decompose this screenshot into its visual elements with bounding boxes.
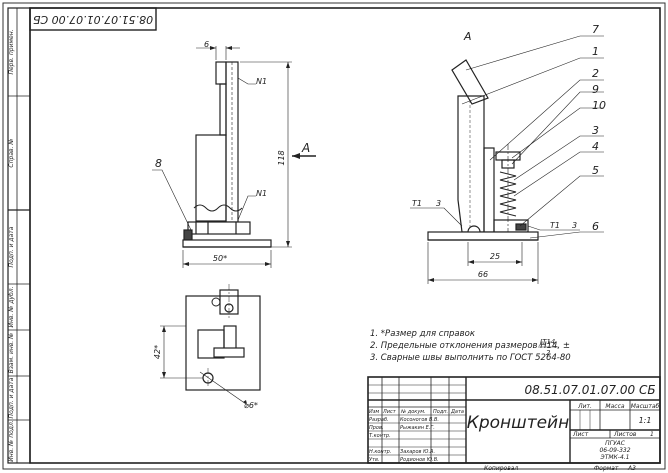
document-code: 08.51.07.01.07.00 СБ	[524, 383, 655, 397]
tolerance-denominator: 2	[546, 349, 551, 357]
name-norm-control: Захаров Ю.А.	[400, 449, 435, 455]
role-norm-control: Н.контр.	[369, 449, 391, 455]
scale-header: Масштаб	[631, 403, 660, 410]
dim-a-base: 66	[478, 270, 488, 279]
org-line-3: ЭТМК-4.1	[600, 454, 630, 461]
footer-format-label: Формат	[594, 465, 619, 472]
part-label-1: 1	[592, 45, 599, 58]
sheets-label: Листов	[613, 431, 637, 438]
role-developer: Разраб.	[369, 417, 389, 423]
side-label-4: Взам. инв. №	[8, 333, 15, 374]
view-a	[410, 35, 604, 284]
org-line-1: ПГУАС	[605, 440, 626, 447]
mass-header: Масса	[605, 403, 624, 410]
footer-format-value: А3	[627, 465, 636, 472]
col-header-sheet: Лист	[382, 409, 397, 415]
tolerance-numerator: JT14	[538, 338, 555, 346]
mirrored-code-box: 08.51.07.01.07.00 СБ	[29, 7, 157, 31]
part-label-7: 7	[592, 23, 599, 36]
view-arrow-label: A	[301, 141, 310, 155]
dim-hole: ⌀6*	[244, 401, 258, 410]
footer-copied: Копировал	[484, 465, 518, 472]
side-label-6: Инв. № подл.	[8, 420, 15, 461]
note-2: 2. Предельные отклонения размеров Н14, ±	[370, 341, 570, 351]
part-label-9: 9	[592, 83, 599, 96]
dim-a-inner: 25	[490, 252, 500, 261]
lit-header: Лит.	[577, 403, 592, 410]
scale-value: 1:1	[639, 416, 652, 425]
note-3: 3. Сварные швы выполнить по ГОСТ 5264-80	[370, 353, 571, 363]
mirrored-document-code: 08.51.07.01.07.00 СБ	[33, 13, 153, 26]
col-header-doc-no: № докум.	[400, 409, 426, 415]
side-label-0: Перв. примен.	[8, 29, 15, 74]
front-view	[152, 46, 316, 268]
side-label-1: Справ. №	[8, 138, 15, 167]
note-1: 1. *Размер для справок	[370, 329, 476, 339]
plan-view	[160, 284, 261, 405]
weld-right-callout: T1	[550, 221, 560, 230]
col-header-sign: Подп.	[433, 409, 448, 415]
role-tech-control: Т.контр.	[369, 433, 391, 439]
role-approver: Утв.	[369, 457, 380, 463]
weld-left-size: 3	[436, 199, 441, 208]
sheet-label: Лист	[572, 431, 589, 438]
dim-plan-height: 42*	[153, 345, 162, 359]
view-a-label: A	[463, 30, 472, 43]
part-label-2: 2	[592, 67, 599, 80]
name-approver: Родионов Ю.В.	[400, 457, 439, 463]
role-checker: Пров.	[369, 425, 384, 431]
side-label-2: Подп. и дата	[8, 226, 15, 267]
org-line-2: 06-09-332	[599, 447, 630, 454]
sheets-value: 1	[650, 431, 654, 438]
side-label-5: Подп. и дата	[8, 377, 15, 418]
callout-n1-bottom: N1	[256, 189, 267, 198]
part-label-4: 4	[592, 140, 599, 153]
weld-right-size: 3	[572, 221, 577, 230]
part-label-3: 3	[592, 124, 599, 137]
callout-n1-top: N1	[256, 77, 267, 86]
side-strip: Перв. примен. Справ. № Подп. и дата Инв.…	[7, 7, 31, 464]
title-block	[367, 376, 661, 464]
weld-left-callout: T1	[412, 199, 422, 208]
part-label-6: 6	[592, 220, 599, 233]
part-label-5: 5	[592, 164, 599, 177]
technical-notes: 1. *Размер для справок 2. Предельные отк…	[370, 329, 571, 363]
dim-base-width: 50*	[213, 254, 227, 263]
dim-top-width: 6	[204, 40, 209, 49]
part-label-10: 10	[592, 99, 606, 112]
col-header-change: Изм	[369, 409, 379, 415]
part-label-8: 8	[155, 157, 162, 170]
col-header-date: Дата	[450, 409, 464, 415]
name-checker: Рыжакин Е.Г.	[400, 425, 435, 431]
side-label-3: Инв. № дубл.	[8, 286, 15, 327]
document-title: Кронштейн	[467, 413, 569, 433]
dim-height: 118	[277, 150, 286, 165]
name-developer: Косоногов В.В.	[400, 417, 439, 423]
